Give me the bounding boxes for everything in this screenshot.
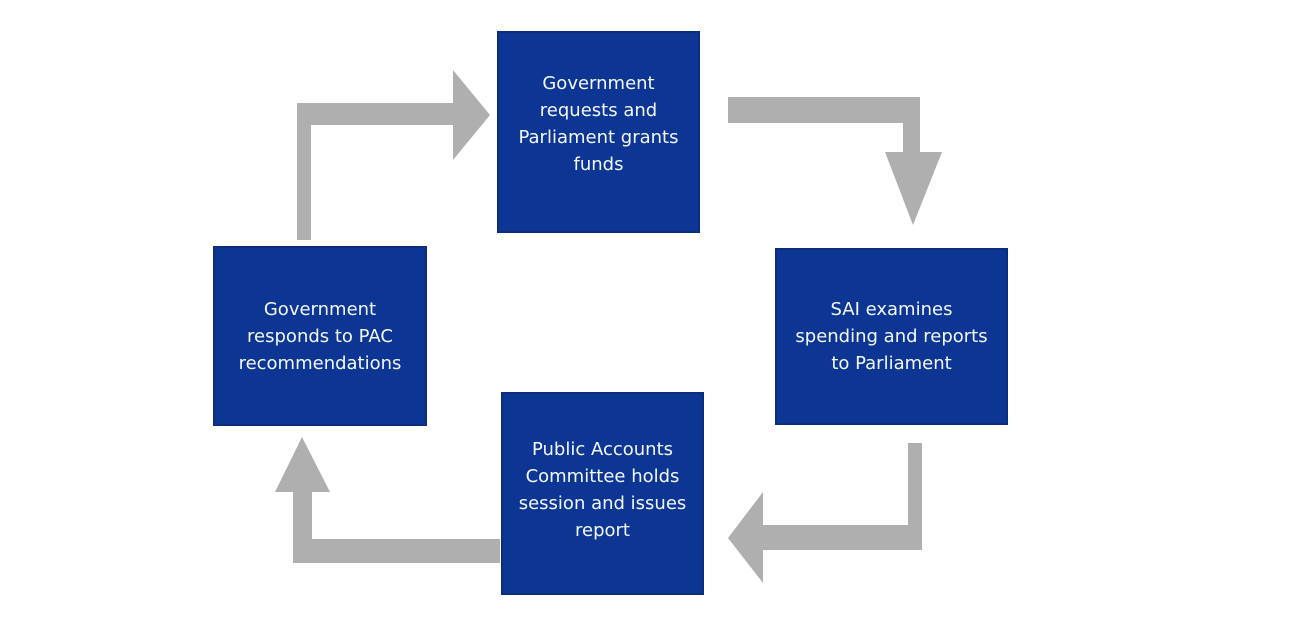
node-label: Government responds to PAC recommendatio… [238, 298, 402, 374]
arrow-left-to-top-icon [297, 70, 490, 240]
arrow-bottom-to-left-icon [275, 437, 500, 563]
arrow-right-to-bottom-icon [728, 443, 922, 583]
node-government-requests-funds: Government requests and Parliament grant… [497, 31, 700, 233]
node-sai-examines-spending: SAI examines spending and reports to Par… [775, 248, 1008, 425]
node-label: SAI examines spending and reports to Par… [795, 299, 988, 374]
node-label: Government requests and Parliament grant… [518, 73, 679, 175]
arrow-top-to-right-icon [728, 97, 942, 225]
node-pac-holds-session: Public Accounts Committee holds session … [501, 392, 704, 595]
node-government-responds: Government responds to PAC recommendatio… [213, 246, 427, 426]
node-label: Public Accounts Committee holds session … [518, 438, 687, 541]
